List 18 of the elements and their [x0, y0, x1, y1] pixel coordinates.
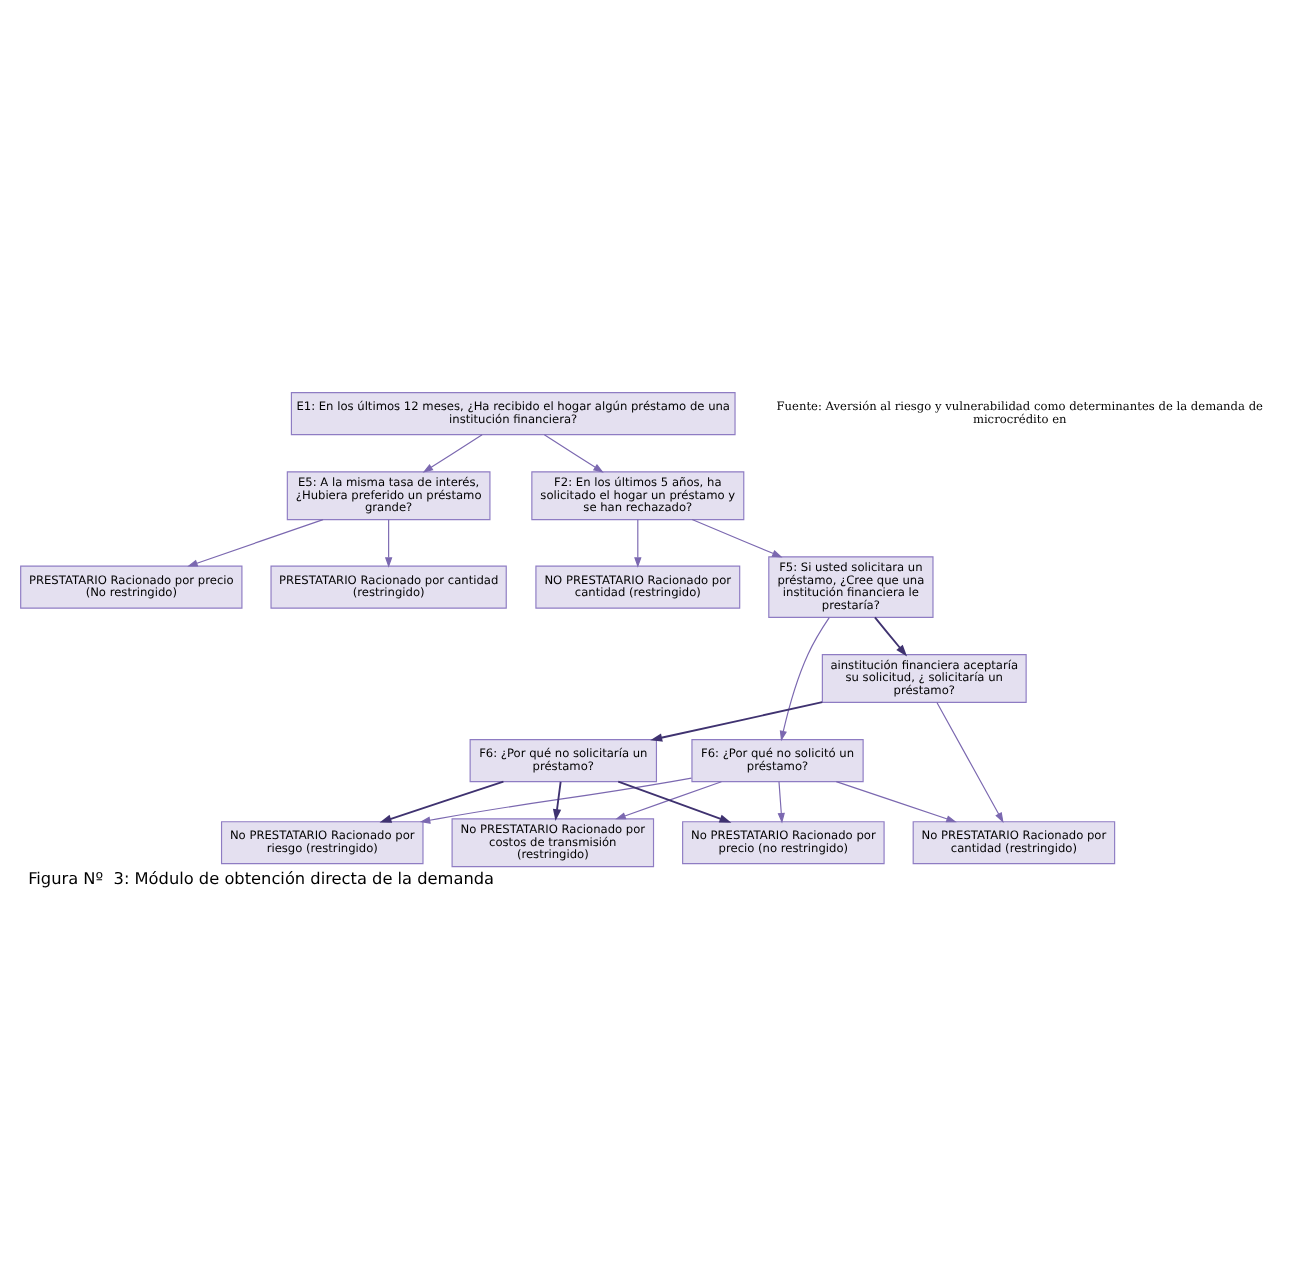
caption: Figura Nº 3: Módulo de obtención directa de la demanda: [28, 868, 495, 889]
arrow: [419, 777, 692, 824]
arrow: [691, 519, 783, 558]
arrow: [384, 519, 393, 568]
arrow: [936, 701, 1004, 823]
arrow: [617, 780, 732, 823]
arrow: [543, 434, 604, 473]
arrow: [379, 780, 505, 823]
arrow: [777, 781, 785, 824]
arrow: [615, 781, 722, 820]
arrow: [779, 617, 830, 742]
arrow: [650, 701, 824, 742]
arrow: [634, 519, 642, 568]
arrow: [187, 519, 324, 567]
arrow: [874, 616, 908, 657]
arrow: [422, 434, 483, 473]
arrow: [835, 781, 957, 823]
arrow: [552, 780, 562, 822]
